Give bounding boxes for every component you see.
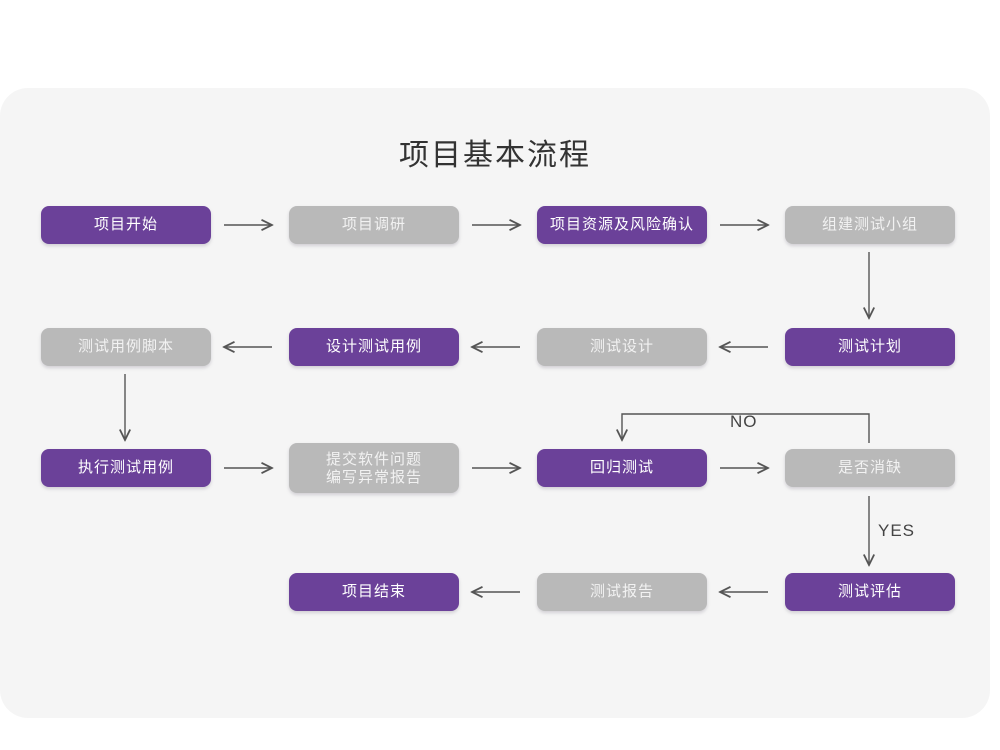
node-defect-cleared[interactable]: 是否消缺 [785, 449, 955, 487]
node-label: 测试设计 [589, 338, 654, 355]
node-build-test-team[interactable]: 组建测试小组 [785, 206, 955, 244]
edge-label-yes: YES [878, 521, 916, 540]
node-test-evaluation[interactable]: 测试评估 [785, 573, 955, 611]
page-title: 项目基本流程 [399, 139, 591, 172]
node-label: 执行测试用例 [77, 459, 174, 476]
node-label: 测试用例脚本 [77, 338, 174, 355]
node-project-start[interactable]: 项目开始 [41, 206, 211, 244]
node-project-research[interactable]: 项目调研 [289, 206, 459, 244]
node-label-line-2: 编写异常报告 [325, 468, 422, 486]
node-test-design[interactable]: 测试设计 [537, 328, 707, 366]
node-label: 项目开始 [93, 216, 158, 233]
node-test-plan[interactable]: 测试计划 [785, 328, 955, 366]
node-label: 测试报告 [589, 583, 654, 600]
diagram-panel [0, 88, 990, 718]
node-label: 是否消缺 [837, 459, 902, 476]
node-test-report[interactable]: 测试报告 [537, 573, 707, 611]
node-label: 项目结束 [341, 583, 406, 600]
node-project-end[interactable]: 项目结束 [289, 573, 459, 611]
node-label-block: 提交软件问题 编写异常报告 [326, 451, 422, 487]
node-design-test-case[interactable]: 设计测试用例 [289, 328, 459, 366]
node-regression-test[interactable]: 回归测试 [537, 449, 707, 487]
node-label: 项目调研 [341, 216, 406, 233]
node-execute-test-case[interactable]: 执行测试用例 [41, 449, 211, 487]
node-label: 回归测试 [589, 459, 654, 476]
node-label: 测试评估 [837, 583, 902, 600]
node-resource-risk-confirm[interactable]: 项目资源及风险确认 [537, 206, 707, 244]
node-label: 项目资源及风险确认 [549, 216, 694, 233]
node-label-line-1: 提交软件问题 [325, 450, 422, 468]
node-label: 设计测试用例 [325, 338, 422, 355]
node-label: 测试计划 [837, 338, 902, 355]
node-label: 组建测试小组 [821, 216, 918, 233]
node-test-case-script[interactable]: 测试用例脚本 [41, 328, 211, 366]
edge-label-no: NO [730, 412, 758, 431]
node-submit-issue-report[interactable]: 提交软件问题 编写异常报告 [289, 443, 459, 493]
